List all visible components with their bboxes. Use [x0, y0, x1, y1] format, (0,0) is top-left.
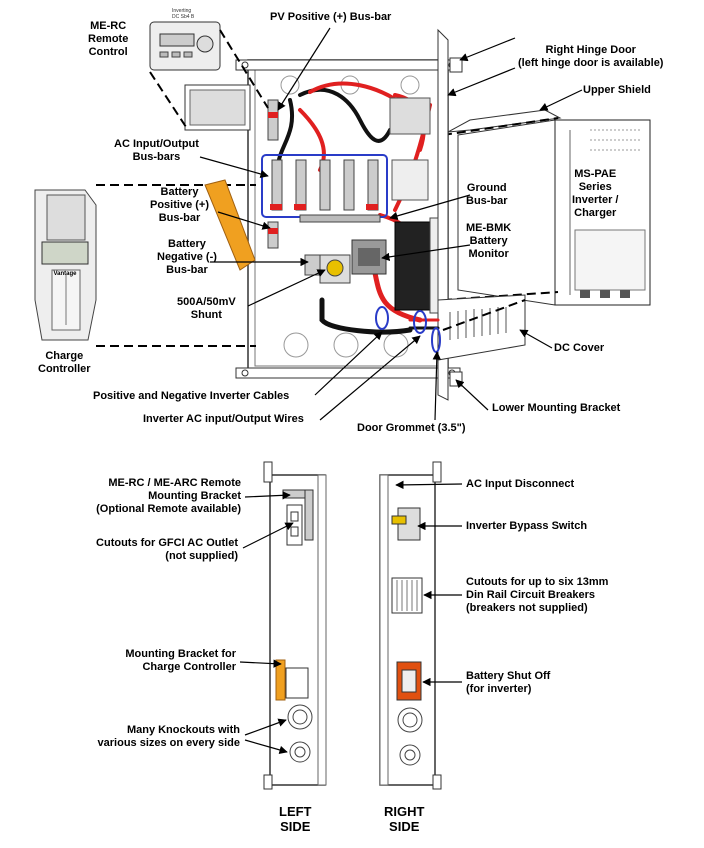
label-charge-controller: Charge Controller: [38, 350, 91, 375]
label-bypass-switch: Inverter Bypass Switch: [466, 520, 588, 532]
label-din-cutouts: Cutouts for up to six 13mm Din Rail Circ…: [466, 576, 609, 614]
right-side-panel: [379, 461, 442, 790]
label-upper-shield: Upper Shield: [583, 84, 651, 96]
battery-monitor: [351, 239, 387, 275]
label-left-side: LEFT SIDE: [279, 804, 312, 834]
ground-busbar: [299, 214, 381, 223]
label-shut-off: Battery Shut Off (for inverter): [466, 670, 551, 695]
charge-controller: Vantage: [34, 189, 97, 341]
label-door-grommet: Door Grommet (3.5"): [357, 422, 466, 434]
label-me-bmk: ME-BMK Battery Monitor: [466, 222, 512, 260]
upper-shield: [447, 109, 562, 133]
label-right-hinge-door: Right Hinge Door (left hinge door is ava…: [518, 44, 664, 69]
label-ac-wires: Inverter AC input/Output Wires: [143, 413, 304, 425]
charge-controller-bracket: [204, 179, 256, 271]
label-cc-bracket: Mounting Bracket for Charge Controller: [125, 648, 236, 673]
label-gfci-cutouts: Cutouts for GFCI AC Outlet (not supplied…: [96, 537, 238, 562]
label-ac-disconnect: AC Input Disconnect: [466, 478, 575, 490]
label-ground-busbar: Ground Bus-bar: [466, 182, 508, 207]
ms-pae-inverter: [457, 119, 651, 306]
dc-cover: [437, 294, 526, 361]
remote-control: [149, 21, 251, 131]
label-remote-bracket: ME-RC / ME-ARC Remote Mounting Bracket (…: [96, 477, 241, 515]
left-side-panel: [263, 461, 327, 790]
shunt: [319, 254, 351, 284]
label-knockouts: Many Knockouts with various sizes on eve…: [97, 724, 240, 749]
label-lower-bracket: Lower Mounting Bracket: [492, 402, 621, 414]
label-inverter-cables: Positive and Negative Inverter Cables: [93, 390, 290, 402]
label-ms-pae: MS-PAE Series Inverter / Charger: [572, 168, 619, 219]
battery-positive-busbar: [267, 221, 279, 249]
label-shunt: 500A/50mV Shunt: [177, 296, 236, 321]
label-battery-negative: Battery Negative (-) Bus-bar: [157, 238, 217, 276]
label-me-rc: ME-RC Remote Control: [88, 20, 129, 58]
label-pv-positive: PV Positive (+) Bus-bar: [270, 11, 392, 23]
charge-controller-brand: Vantage: [53, 271, 77, 277]
label-battery-positive: Battery Positive (+) Bus-bar: [150, 186, 209, 224]
remote-screen-text: Inverting DC Sb4 B: [172, 8, 195, 20]
label-ac-busbars: AC Input/Output Bus-bars: [114, 138, 199, 163]
label-dc-cover: DC Cover: [554, 342, 605, 354]
label-right-side: RIGHT SIDE: [384, 804, 425, 834]
